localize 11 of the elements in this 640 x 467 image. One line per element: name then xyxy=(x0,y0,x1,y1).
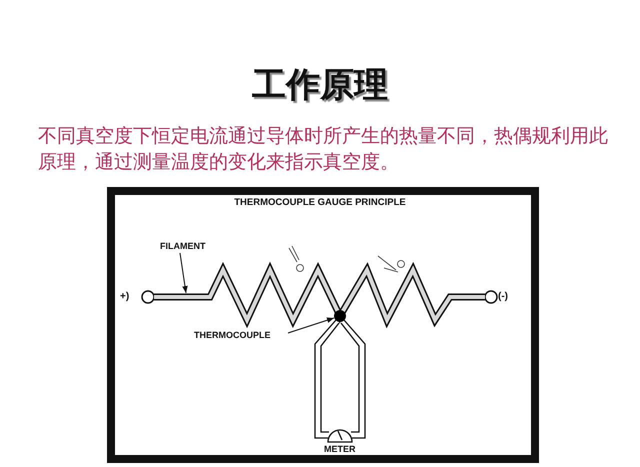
heading-label: THERMOCOUPLE GAUGE PRINCIPLE xyxy=(233,197,407,208)
leader-line xyxy=(288,318,334,334)
description-text: 不同真空度下恒定电流通过导体时所产生的热量不同，热偶规利用此原理，通过测量温度的变化来指示真空度。 xyxy=(38,124,608,175)
terminal-label: +) xyxy=(120,291,130,302)
meter-label: METER xyxy=(324,444,356,454)
part-label: FILAMENT xyxy=(160,240,206,252)
leader-line xyxy=(180,252,188,294)
terminal-label: (-) xyxy=(498,291,508,302)
filament-wire xyxy=(154,262,485,328)
title: 工作原理 xyxy=(251,64,389,107)
part-label: THERMOCOUPLE xyxy=(194,329,270,341)
